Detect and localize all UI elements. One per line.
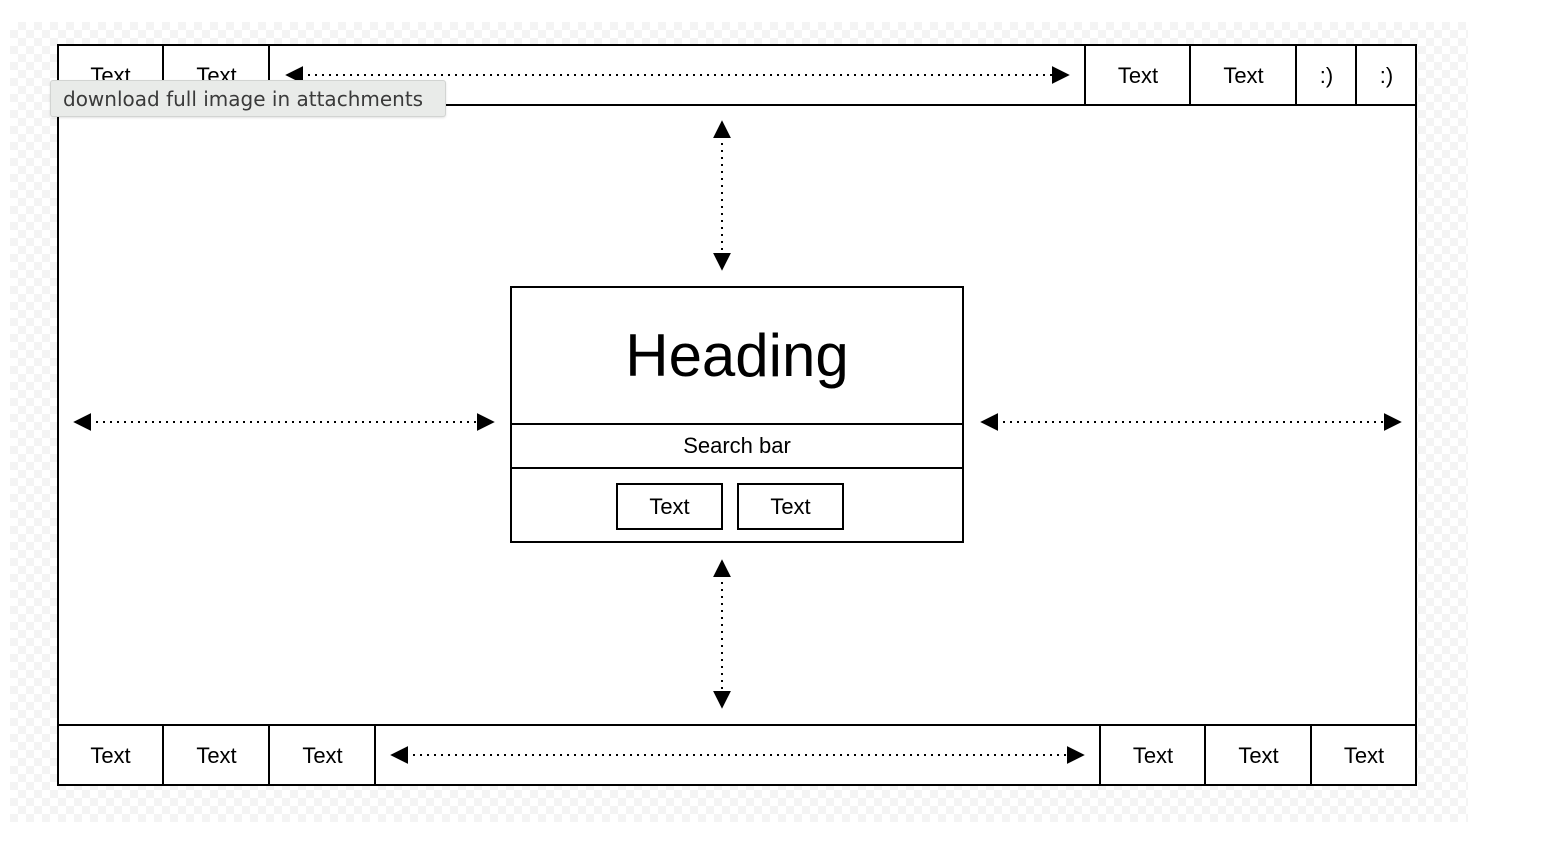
download-tooltip: download full image in attachments [50, 80, 446, 117]
smiley-icon[interactable]: :) [1319, 62, 1334, 88]
center-button[interactable]: Text [737, 483, 844, 530]
footer-item[interactable]: Text [1238, 742, 1279, 768]
footer-item[interactable]: Text [302, 742, 343, 768]
smiley-icon[interactable]: :) [1379, 62, 1394, 88]
footer-item[interactable]: Text [90, 742, 131, 768]
center-button[interactable]: Text [616, 483, 723, 530]
footer-item[interactable]: Text [1343, 742, 1385, 768]
footer-item[interactable]: Text [196, 742, 237, 768]
center-panel: Heading Search bar Text Text [510, 286, 964, 543]
top-nav-item[interactable]: Text [1223, 62, 1264, 88]
footer-item[interactable]: Text [1132, 742, 1174, 768]
page-heading: Heading [625, 322, 849, 389]
top-nav-item[interactable]: Text [1117, 62, 1159, 88]
search-bar[interactable]: Search bar [512, 423, 962, 469]
